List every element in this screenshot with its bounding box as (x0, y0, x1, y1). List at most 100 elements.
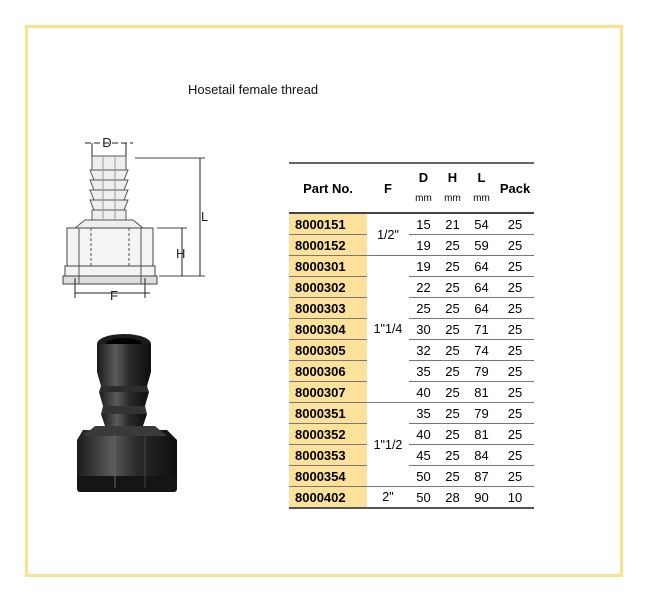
dimension-d-cell: 19 (416, 237, 431, 253)
pack-cell: 25 (507, 363, 523, 379)
dimension-h-cell: 25 (445, 405, 460, 421)
dimension-f-label: F (110, 288, 118, 303)
thread-size-cell: 1"1/2 (373, 437, 403, 452)
dimension-h-cell: 25 (445, 237, 460, 253)
header-part-no: Part No. (303, 180, 353, 196)
dimension-d-cell: 40 (416, 426, 431, 442)
pack-cell: 25 (507, 321, 523, 337)
dimension-d-cell: 50 (416, 468, 431, 484)
table-row: 8000351 1"1/2 35 25 79 25 (289, 402, 534, 452)
pack-cell: 25 (507, 426, 523, 442)
part-number-cell: 8000402 (289, 486, 367, 508)
dimension-l-cell: 81 (474, 384, 489, 400)
pack-cell: 25 (507, 468, 523, 484)
pack-cell: 25 (507, 258, 523, 274)
part-number-cell: 8000304 (289, 318, 367, 340)
table-row: 8000354 50 25 87 25 (289, 465, 534, 487)
header-l-label: L (477, 170, 486, 185)
dimension-h-cell: 25 (445, 342, 460, 358)
part-number-cell: 8000352 (289, 423, 367, 445)
dimension-l-cell: 54 (474, 216, 489, 232)
dimension-d-cell: 35 (416, 363, 431, 379)
dimension-l-cell: 81 (474, 426, 489, 442)
part-number-cell: 8000307 (289, 381, 367, 403)
part-number-cell: 8000305 (289, 339, 367, 361)
dimension-d-cell: 45 (416, 447, 431, 463)
part-number-cell: 8000351 (289, 402, 367, 424)
dimension-l-cell: 64 (474, 258, 489, 274)
table-row: 8000304 30 25 71 25 (289, 318, 534, 340)
dimension-d-cell: 30 (416, 321, 431, 337)
part-number-cell: 8000354 (289, 465, 367, 487)
dimension-h-cell: 25 (445, 447, 460, 463)
dimension-l-cell: 87 (474, 468, 489, 484)
dimension-l-label: L (201, 209, 208, 224)
table-row: 8000152 19 25 59 25 (289, 234, 534, 256)
dimension-l-cell: 79 (474, 363, 489, 379)
dimension-l-cell: 90 (474, 489, 489, 505)
dimension-h-cell: 21 (445, 216, 460, 232)
dimension-d-cell: 32 (416, 342, 431, 358)
dimension-d-cell: 15 (416, 216, 431, 232)
pack-cell: 25 (507, 279, 523, 295)
dimension-h-cell: 25 (445, 321, 460, 337)
pack-cell: 25 (507, 342, 523, 358)
pack-cell: 25 (507, 384, 523, 400)
dimension-d-label: D (102, 135, 111, 150)
dimension-d-cell: 22 (416, 279, 431, 295)
table-row: 8000352 40 25 81 25 (289, 423, 534, 445)
dimension-l-cell: 79 (474, 405, 489, 421)
header-pack: Pack (499, 180, 531, 196)
part-number-cell: 8000152 (289, 234, 367, 256)
thread-size-cell: 1/2" (377, 227, 399, 242)
dimension-l-cell: 64 (474, 300, 489, 316)
dimension-h-cell: 28 (445, 489, 460, 505)
dimension-h-cell: 25 (445, 384, 460, 400)
dimension-l-cell: 64 (474, 279, 489, 295)
thread-size-cell: 2" (382, 490, 394, 504)
dimension-h-cell: 25 (445, 300, 460, 316)
dimension-h-cell: 25 (445, 258, 460, 274)
header-h-unit: mm (444, 193, 461, 204)
part-number-cell: 8000301 (289, 255, 367, 277)
part-number-cell: 8000353 (289, 444, 367, 466)
table-row: 8000302 22 25 64 25 (289, 276, 534, 298)
part-number-cell: 8000303 (289, 297, 367, 319)
dimension-d-cell: 50 (416, 489, 431, 505)
dimension-h-label: H (176, 246, 185, 261)
product-photo (77, 334, 177, 492)
header-h-label: H (447, 170, 458, 185)
header-d-unit: mm (415, 193, 432, 204)
dimension-l-cell: 71 (474, 321, 489, 337)
part-number-cell: 8000302 (289, 276, 367, 298)
page-title: Hosetail female thread (188, 82, 319, 97)
technical-drawing: D L H F (62, 135, 208, 303)
pack-cell: 25 (507, 216, 523, 232)
pack-cell: 25 (507, 447, 523, 463)
header-l-unit: mm (473, 193, 490, 204)
thread-size-cell: 1"1/4 (373, 322, 403, 336)
dimension-d-cell: 35 (416, 405, 431, 421)
pack-cell: 25 (507, 300, 523, 316)
dimension-h-cell: 25 (445, 279, 460, 295)
pack-cell: 25 (507, 237, 523, 253)
dimension-h-cell: 25 (445, 468, 460, 484)
header-f: F (384, 180, 392, 196)
part-number-cell: 8000306 (289, 360, 367, 382)
dimension-l-cell: 59 (474, 237, 489, 253)
dimension-h-cell: 25 (445, 426, 460, 442)
header-d-label: D (418, 170, 429, 185)
